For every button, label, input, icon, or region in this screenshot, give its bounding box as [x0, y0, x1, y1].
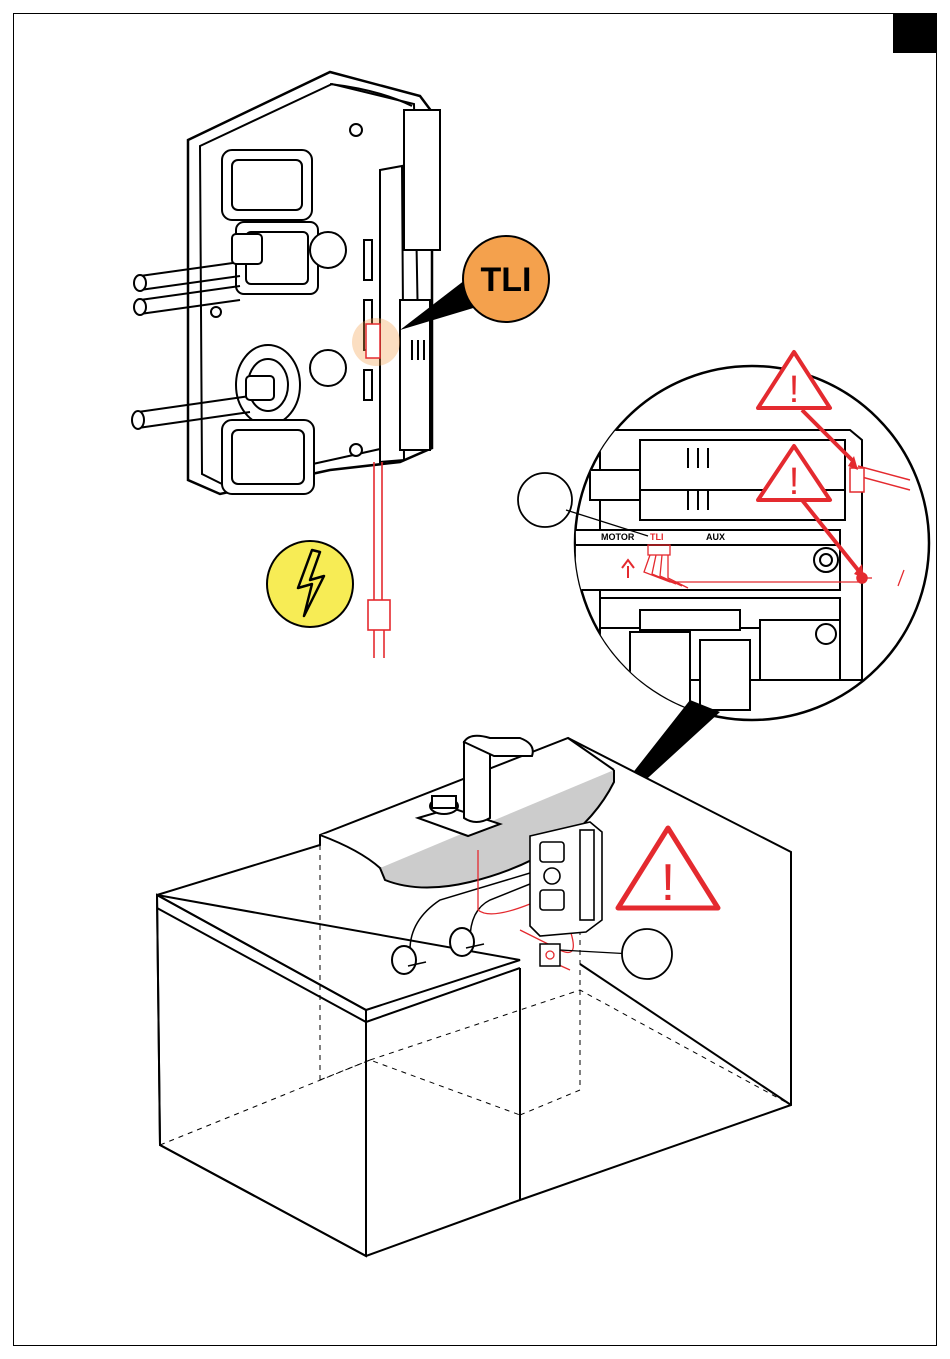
installed-control-unit [530, 822, 602, 936]
warning-upper-glyph: ! [789, 369, 800, 411]
power-cable [368, 462, 390, 658]
board-motor-label: MOTOR [601, 532, 635, 542]
tli-badge: TLI [463, 236, 549, 322]
board-tli-label: TLI [650, 532, 664, 542]
callout-circle-lower [622, 929, 672, 979]
tli-badge-label: TLI [481, 261, 532, 299]
control-unit [132, 72, 440, 494]
board-aux-label: AUX [706, 532, 725, 542]
warning-lower-glyph: ! [789, 461, 800, 503]
magnified-board-detail: MOTOR TLI AUX [575, 366, 929, 720]
warning-large-glyph: ! [661, 854, 675, 912]
tli-connector-highlight [352, 318, 400, 366]
electric-hazard-icon [267, 541, 353, 627]
